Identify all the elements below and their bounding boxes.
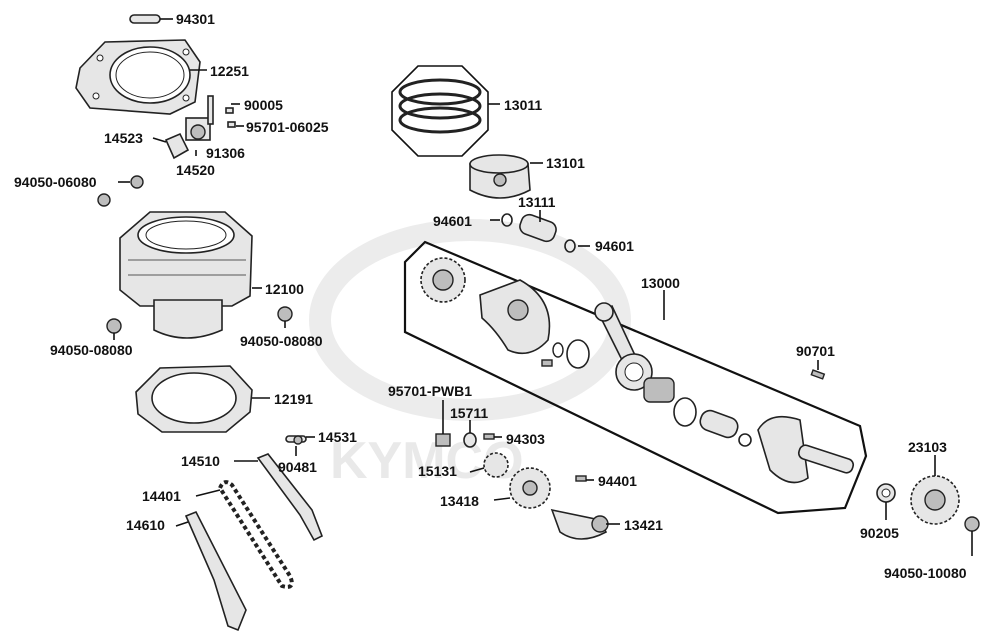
clip-94601-left [501,213,513,227]
clip-94601-right [564,239,576,253]
label-90205: 90205 [860,525,899,541]
label-13418: 13418 [440,493,479,509]
nut-94050-08080-left [106,318,122,334]
label-12100: 12100 [265,281,304,297]
label-94050-06080: 94050-06080 [14,174,97,190]
label-23103: 23103 [908,439,947,455]
label-13011: 13011 [504,97,542,113]
kymco-watermark: KYMCO [309,219,631,490]
gasket-14523 [164,132,190,160]
label-14610: 14610 [126,517,165,533]
label-14510: 14510 [181,453,220,469]
label-13000: 13000 [641,275,680,291]
crankshaft-assembly-13000 [403,240,868,515]
label-90481: 90481 [278,459,317,475]
part-labels: 94301 12251 90005 95701-06025 14523 9130… [14,11,967,581]
key-94401 [575,475,587,482]
base-gasket-12191 [135,365,253,433]
washer-15711 [463,432,477,448]
gear-15131 [483,452,509,478]
gear-13418 [509,467,551,509]
nut-94050-10080 [964,516,980,532]
label-94601-right: 94601 [595,238,634,254]
label-94301: 94301 [176,11,215,27]
bolt-95701-pwb1 [435,433,451,447]
bolt-14531 [285,435,307,445]
label-94401: 94401 [598,473,637,489]
label-94601-left: 94601 [433,213,472,229]
label-91306: 91306 [206,145,245,161]
label-13421: 13421 [624,517,663,533]
chain-guide-14510 [256,453,324,542]
piston-rings-13011 [391,65,489,157]
pin-94303 [483,433,495,440]
label-13111: 13111 [518,194,556,210]
label-94050-08080-right: 94050-08080 [240,333,323,349]
label-15711: 15711 [450,405,488,421]
label-14520: 14520 [176,162,215,178]
label-14523: 14523 [104,130,143,146]
key-90701 [810,369,826,380]
tensioner-14520 [185,95,236,141]
cylinder-12100 [119,211,253,339]
label-94050-10080: 94050-10080 [884,565,967,581]
label-95701-06025: 95701-06025 [246,119,329,135]
label-14531: 14531 [318,429,357,445]
label-94050-08080-left: 94050-08080 [50,342,133,358]
label-14401: 14401 [142,488,181,504]
label-13101: 13101 [546,155,585,171]
nut-94050-06080 [97,175,144,207]
label-15131: 15131 [418,463,457,479]
head-gasket-12251 [75,39,201,115]
gear-23103 [910,475,960,525]
label-95701-pwb1: 95701-PWB1 [388,383,472,399]
washer-90205 [876,483,896,503]
label-12251: 12251 [210,63,249,79]
balancer-13421 [550,508,609,540]
label-12191: 12191 [274,391,313,407]
chain-tensioner-14610 [184,510,247,632]
piston-pin-13111 [519,213,557,243]
piston-13101 [469,154,531,199]
cam-chain-14401 [217,480,294,589]
leader-lines [113,18,973,556]
label-90701: 90701 [796,343,835,359]
label-90005: 90005 [244,97,283,113]
label-94303: 94303 [506,431,545,447]
nut-94050-08080-right [277,306,293,322]
dowel-94301 [129,14,161,24]
